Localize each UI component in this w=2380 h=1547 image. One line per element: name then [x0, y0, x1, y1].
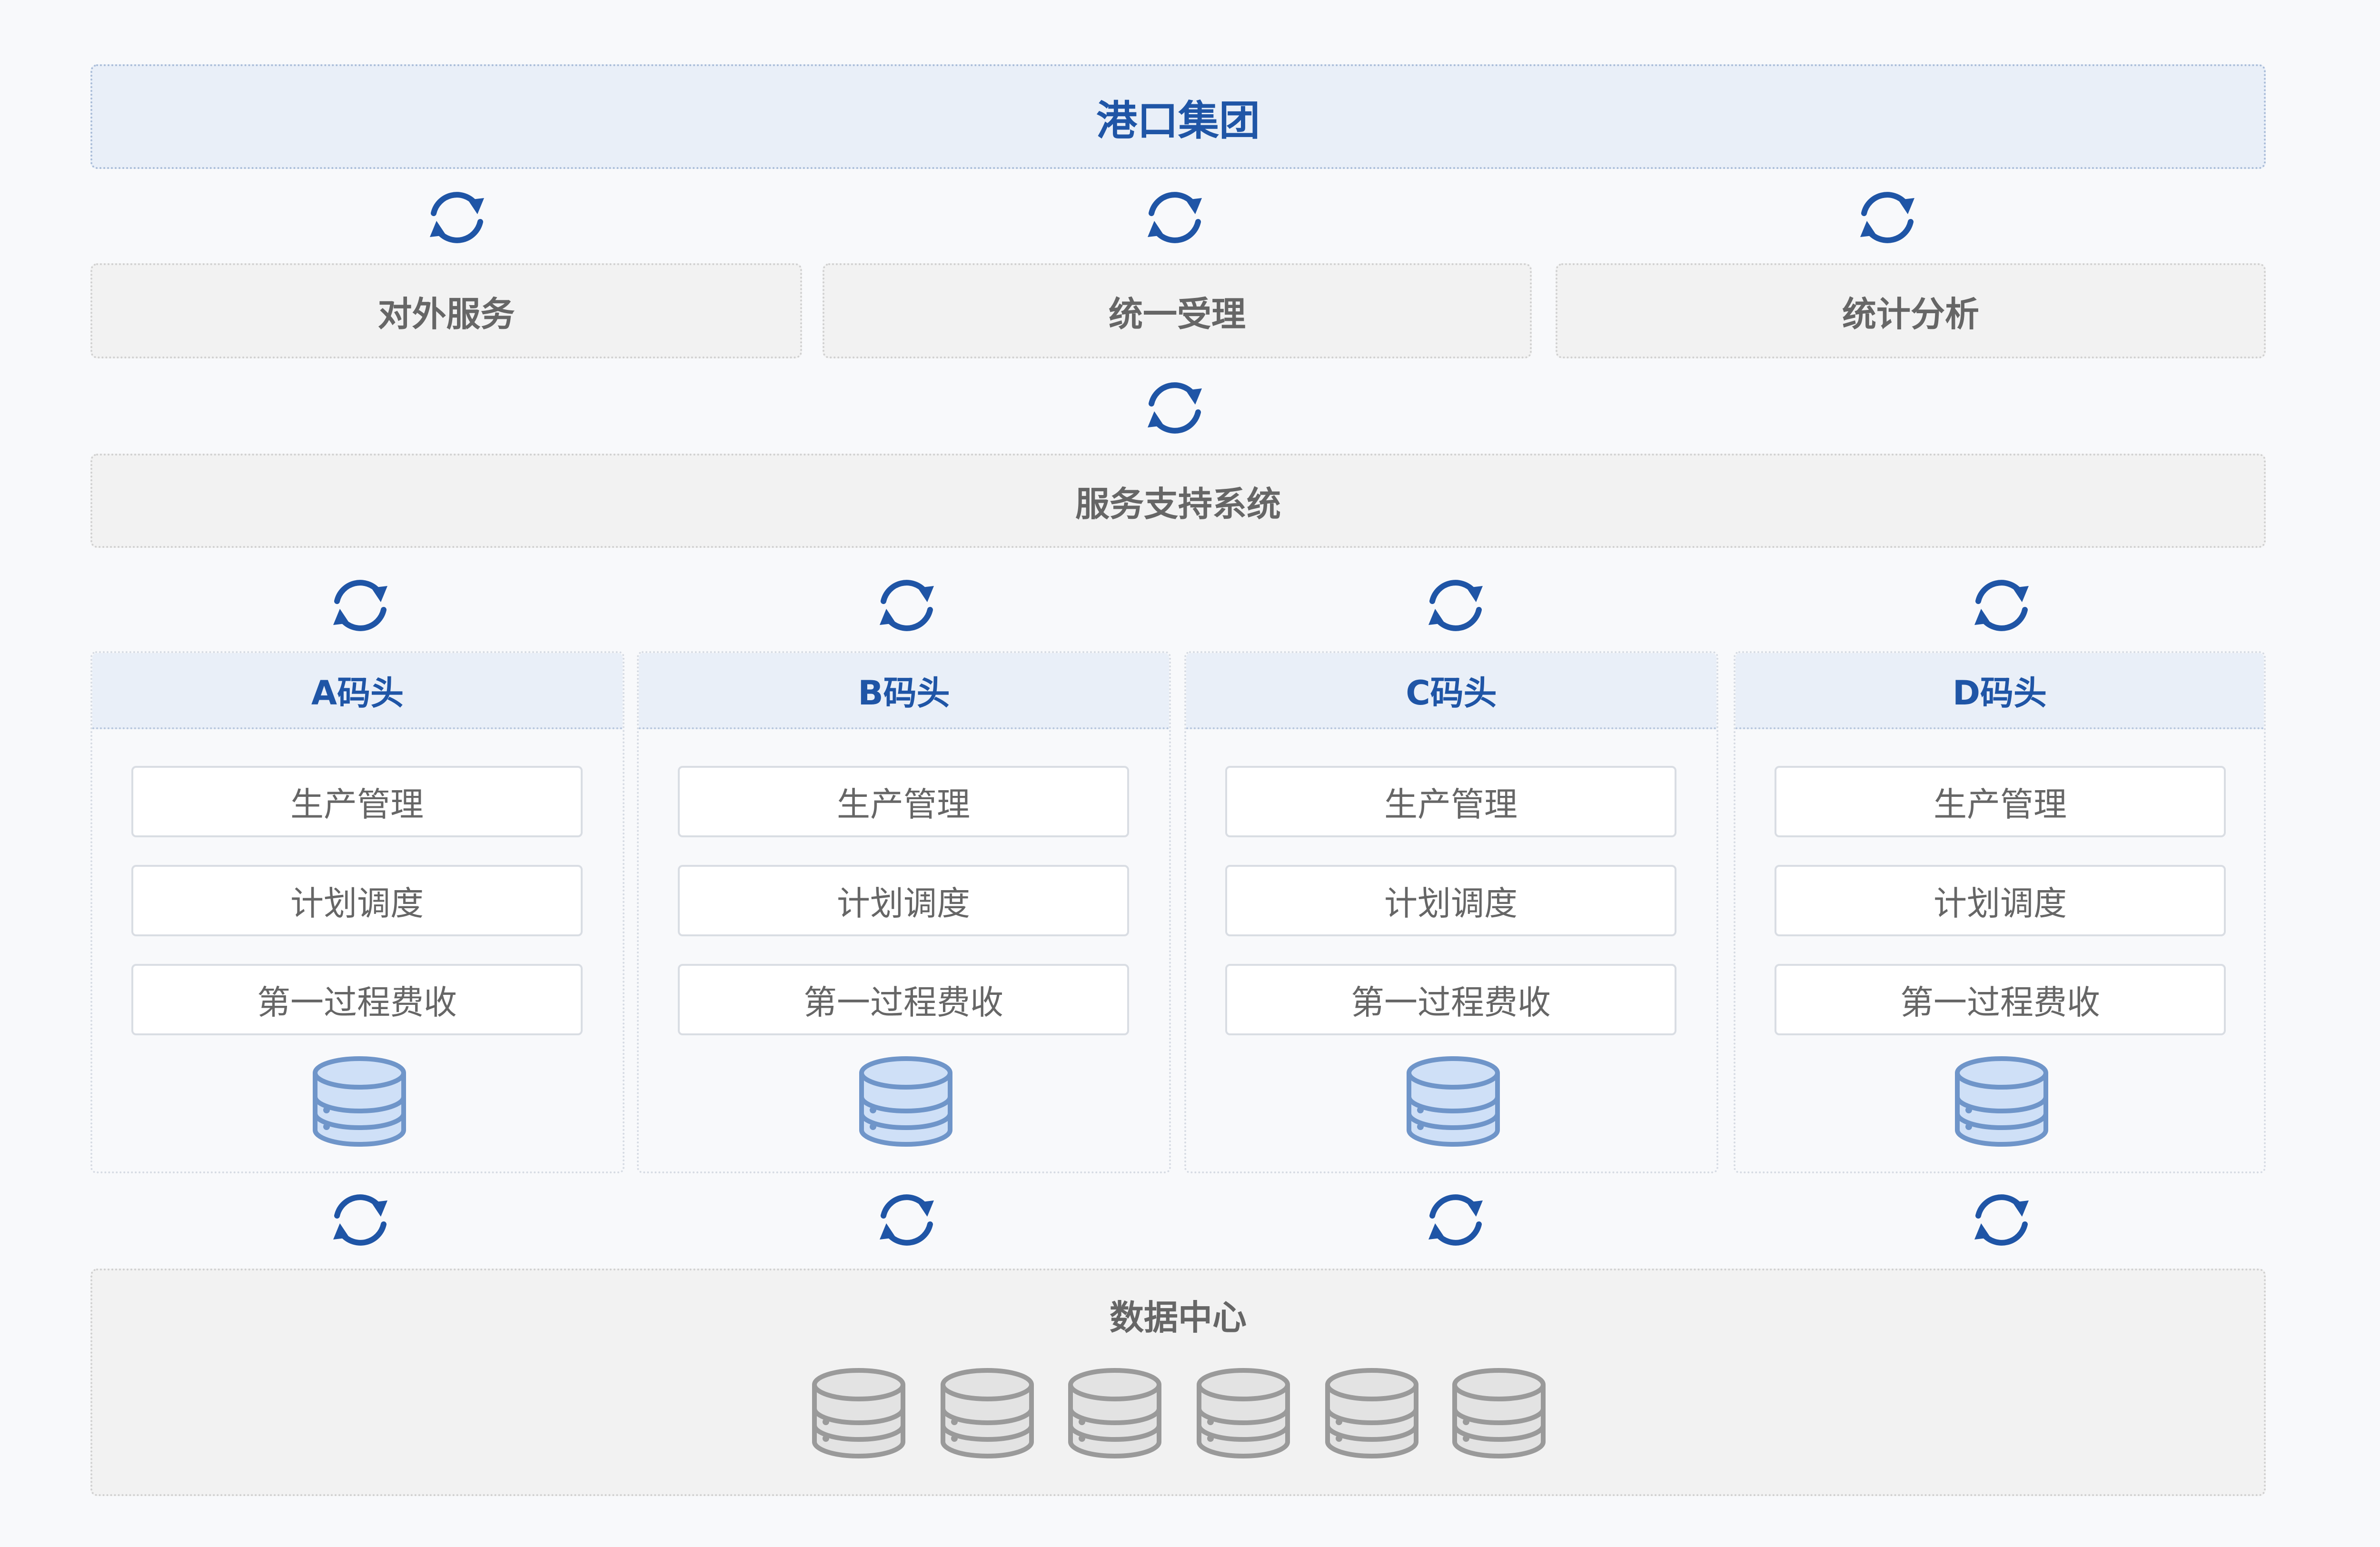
service-label: 统一受理 — [1108, 294, 1246, 334]
sync-arrows-icon — [871, 1189, 942, 1251]
terminal-a: A码头 生产管理 计划调度 第一过程费收 — [90, 651, 625, 1173]
service-statistics: 统计分析 — [1556, 263, 2266, 358]
terminal-b: B码头 生产管理 计划调度 第一过程费收 — [637, 651, 1171, 1173]
sync-arrows-icon — [1852, 187, 1923, 248]
sync-arrows-icon — [1139, 187, 1210, 248]
module-production: 生产管理 — [678, 766, 1129, 837]
database-icon — [809, 1366, 909, 1461]
database-icon — [1322, 1366, 1422, 1461]
module-billing: 第一过程费收 — [1225, 964, 1676, 1035]
service-label: 对外服务 — [377, 294, 515, 334]
module-scheduling: 计划调度 — [131, 865, 583, 936]
module-billing: 第一过程费收 — [131, 964, 583, 1035]
service-label: 统计分析 — [1842, 294, 1979, 334]
sync-arrows-icon — [1966, 1189, 2037, 1251]
database-icon — [1065, 1366, 1165, 1461]
module-scheduling: 计划调度 — [678, 865, 1129, 936]
module-billing: 第一过程费收 — [678, 964, 1129, 1035]
terminal-title: B码头 — [639, 653, 1169, 729]
sync-arrows-icon — [325, 575, 396, 636]
sync-arrows-icon — [421, 187, 493, 248]
sync-arrows-icon — [1966, 575, 2037, 636]
database-icon — [1403, 1054, 1503, 1149]
sync-arrows-icon — [1420, 1189, 1491, 1251]
data-center: 数据中心 — [90, 1269, 2266, 1496]
service-support-system: 服务支持系统 — [90, 454, 2266, 548]
database-icon — [856, 1054, 956, 1149]
terminal-title: D码头 — [1735, 653, 2264, 729]
module-production: 生产管理 — [131, 766, 583, 837]
terminal-title: C码头 — [1186, 653, 1716, 729]
service-unified: 统一受理 — [823, 263, 1532, 358]
data-center-title: 数据中心 — [1109, 1298, 1247, 1338]
sync-arrows-icon — [871, 575, 942, 636]
service-external: 对外服务 — [90, 263, 802, 358]
database-icon — [937, 1366, 1037, 1461]
database-icon — [309, 1054, 409, 1149]
module-billing: 第一过程费收 — [1775, 964, 2226, 1035]
module-production: 生产管理 — [1225, 766, 1676, 837]
group-title: 港口集团 — [1096, 97, 1260, 145]
sync-arrows-icon — [1139, 377, 1210, 439]
database-icon — [1449, 1366, 1549, 1461]
support-label: 服务支持系统 — [1075, 484, 1281, 524]
module-scheduling: 计划调度 — [1225, 865, 1676, 936]
terminal-title: A码头 — [92, 653, 623, 729]
database-icon — [1952, 1054, 2052, 1149]
group-header: 港口集团 — [90, 64, 2266, 169]
sync-arrows-icon — [325, 1189, 396, 1251]
terminal-c: C码头 生产管理 计划调度 第一过程费收 — [1184, 651, 1718, 1173]
sync-arrows-icon — [1420, 575, 1491, 636]
database-icon — [1193, 1366, 1293, 1461]
module-production: 生产管理 — [1775, 766, 2226, 837]
terminal-d: D码头 生产管理 计划调度 第一过程费收 — [1734, 651, 2266, 1173]
module-scheduling: 计划调度 — [1775, 865, 2226, 936]
